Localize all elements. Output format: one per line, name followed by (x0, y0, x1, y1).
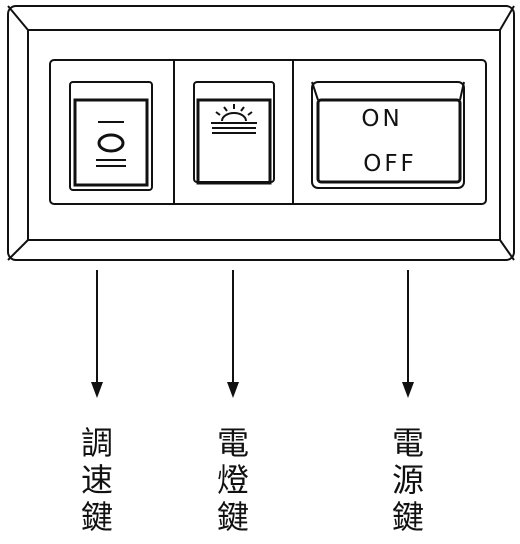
speed-off-mark (97, 133, 125, 153)
speed-key-label: 調 速 鍵 (77, 425, 117, 536)
lamp-key[interactable] (193, 81, 275, 185)
power-switch[interactable]: ON OFF (311, 81, 465, 189)
power-off-label: OFF (363, 151, 417, 177)
power-key-label: 電 源 鍵 (388, 425, 428, 536)
switch-bay-outline (49, 59, 487, 205)
panel-outer-border (7, 5, 515, 261)
power-key-label-char-3: 鍵 (391, 498, 424, 536)
bevel-top-right (499, 5, 515, 31)
lamp-key-label-char-1: 電 (216, 424, 249, 462)
panel-inner-border (27, 29, 501, 241)
lamp-key-label-char-2: 燈 (216, 461, 249, 499)
speed-key-label-char-2: 速 (80, 461, 113, 499)
lamp-dome (221, 112, 247, 122)
power-switch-housing (311, 81, 465, 189)
switch-bay (49, 59, 487, 205)
power-key-label-char-1: 電 (391, 424, 424, 462)
bevel-bottom-left (7, 239, 29, 261)
power-switch-face[interactable] (316, 98, 462, 184)
lamp-ray-left (223, 106, 228, 112)
speed-key-label-char-3: 鍵 (80, 498, 113, 536)
power-key-label-char-2: 源 (391, 461, 424, 499)
bevel-top-left (7, 5, 29, 31)
lamp-arrow-head (227, 382, 239, 398)
lamp-key-face[interactable] (196, 98, 272, 185)
lamp-ray-right (240, 106, 245, 112)
power-on-label: ON (361, 106, 402, 132)
lamp-icon (211, 104, 257, 134)
speed-key[interactable] (69, 81, 153, 191)
panel-frame (7, 5, 515, 261)
power-arrow-head (402, 382, 414, 398)
bevel-bottom-right (499, 239, 515, 261)
power-switch-bevel-left (311, 81, 319, 101)
speed-key-face[interactable] (73, 98, 149, 187)
lamp-key-label: 電 燈 鍵 (213, 425, 253, 536)
speed-key-label-char-1: 調 (80, 424, 113, 462)
power-switch-bevel-right (459, 81, 465, 101)
lamp-key-label-char-3: 鍵 (216, 498, 249, 536)
speed-arrow-head (91, 382, 103, 398)
callout-arrows (91, 270, 414, 398)
speed-selector-icon (96, 121, 126, 167)
lamp-ray-far-right (247, 111, 253, 116)
lamp-ray-far-left (215, 111, 221, 116)
speed-key-housing (69, 81, 153, 191)
